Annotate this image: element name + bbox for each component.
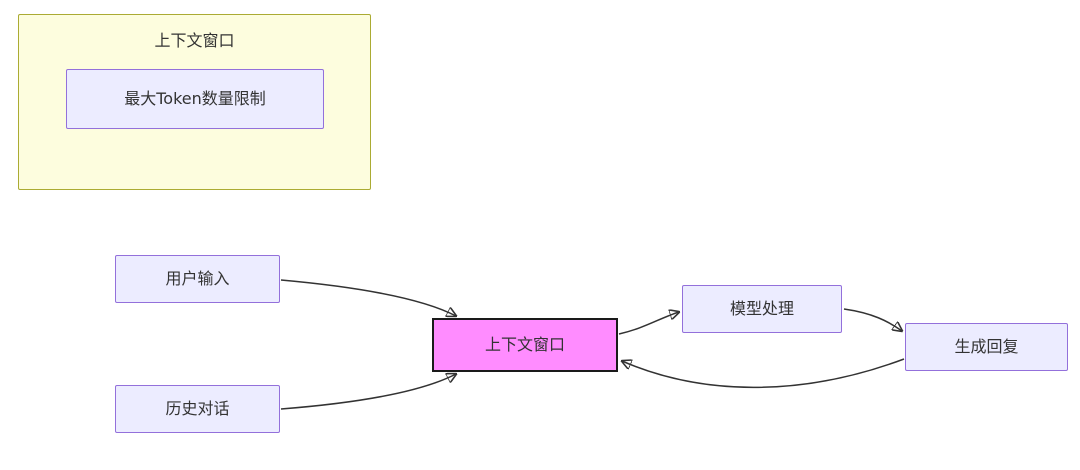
edge-user-input-to-context xyxy=(280,279,456,316)
subgraph-context-window: 上下文窗口 最大Token数量限制 xyxy=(18,14,371,190)
node-model-processing: 模型处理 xyxy=(682,285,842,333)
subgraph-title: 上下文窗口 xyxy=(154,31,235,50)
node-history-dialog: 历史对话 xyxy=(115,385,280,433)
node-generate-reply: 生成回复 xyxy=(905,323,1068,371)
node-user-input: 用户输入 xyxy=(115,255,280,303)
edge-model-to-reply xyxy=(843,308,902,331)
edge-context-to-model xyxy=(618,312,679,335)
edge-reply-to-context xyxy=(622,358,905,389)
edge-history-to-context xyxy=(280,374,456,410)
node-token-limit: 最大Token数量限制 xyxy=(66,69,324,129)
node-context-window: 上下文窗口 xyxy=(432,318,618,372)
